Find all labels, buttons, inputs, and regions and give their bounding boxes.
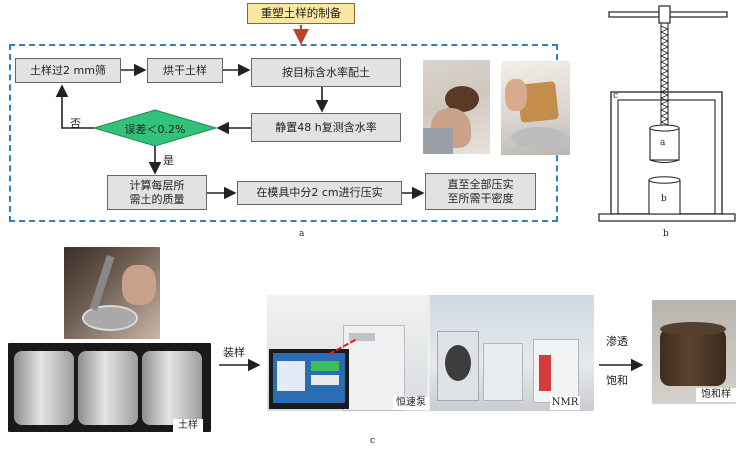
step-compact-text: 在模具中分2 cm进行压实 bbox=[256, 186, 383, 200]
soil-label: 土样 bbox=[178, 420, 198, 431]
pump-label: 恒速泵 bbox=[396, 397, 426, 408]
step-water: 按目标含水率配土 bbox=[251, 58, 401, 87]
step-compact: 在模具中分2 cm进行压实 bbox=[237, 181, 402, 205]
flow-title-box: 重塑土样的制备 bbox=[247, 3, 355, 24]
yes-label: 是 bbox=[163, 154, 174, 167]
panel-b-label: b bbox=[663, 229, 669, 239]
seep-label: 渗透 bbox=[606, 335, 628, 348]
photo-sample-loading bbox=[64, 247, 160, 339]
load-label: 装样 bbox=[223, 346, 245, 359]
step-water-text: 按目标含水率配土 bbox=[282, 65, 370, 79]
apparatus-part-b: b bbox=[661, 194, 667, 204]
apparatus-part-c: c bbox=[613, 91, 619, 101]
photo-lab-equipment bbox=[267, 295, 594, 411]
photo-saturated-sample bbox=[652, 300, 736, 404]
pump-label-box: 恒速泵 bbox=[393, 396, 429, 410]
photo-soil-disk-hand bbox=[423, 60, 490, 154]
step-dry-text: 烘干土样 bbox=[163, 63, 207, 77]
step-sieve: 土样过2 mm筛 bbox=[15, 58, 121, 83]
step-final: 直至全部压实 至所需干密度 bbox=[425, 173, 536, 210]
step-dry: 烘干土样 bbox=[147, 58, 223, 83]
saturate-label: 饱和 bbox=[606, 374, 628, 387]
panel-c-label: c bbox=[370, 436, 376, 446]
step-rest: 静置48 h复测含水率 bbox=[251, 113, 401, 142]
step-sieve-text: 土样过2 mm筛 bbox=[30, 63, 106, 77]
saturated-sample-label: 饱和样 bbox=[701, 389, 731, 400]
saturated-sample-label-box: 饱和样 bbox=[696, 388, 736, 402]
flow-title: 重塑土样的制备 bbox=[260, 6, 342, 21]
step-calc-line2: 需土的质量 bbox=[129, 192, 185, 206]
no-label: 否 bbox=[70, 117, 81, 130]
panel-a-label: a bbox=[299, 229, 305, 239]
nmr-label-box: NMR bbox=[550, 396, 580, 410]
step-calc: 计算每层所 需土的质量 bbox=[107, 175, 207, 210]
photo-soil-block-hand bbox=[501, 61, 570, 155]
arrow-no-loop bbox=[55, 84, 94, 129]
step-final-line1: 直至全部压实 bbox=[447, 177, 514, 191]
step-calc-line1: 计算每层所 bbox=[129, 178, 185, 192]
decision-label: 误差＜0.2% bbox=[124, 123, 186, 136]
nmr-label: NMR bbox=[551, 397, 579, 408]
soil-label-box: 土样 bbox=[173, 419, 203, 433]
photo-soil-samples bbox=[8, 343, 211, 432]
step-rest-text: 静置48 h复测含水率 bbox=[275, 120, 377, 134]
step-final-line2: 至所需干密度 bbox=[447, 191, 514, 205]
apparatus-part-a: a bbox=[660, 138, 666, 148]
